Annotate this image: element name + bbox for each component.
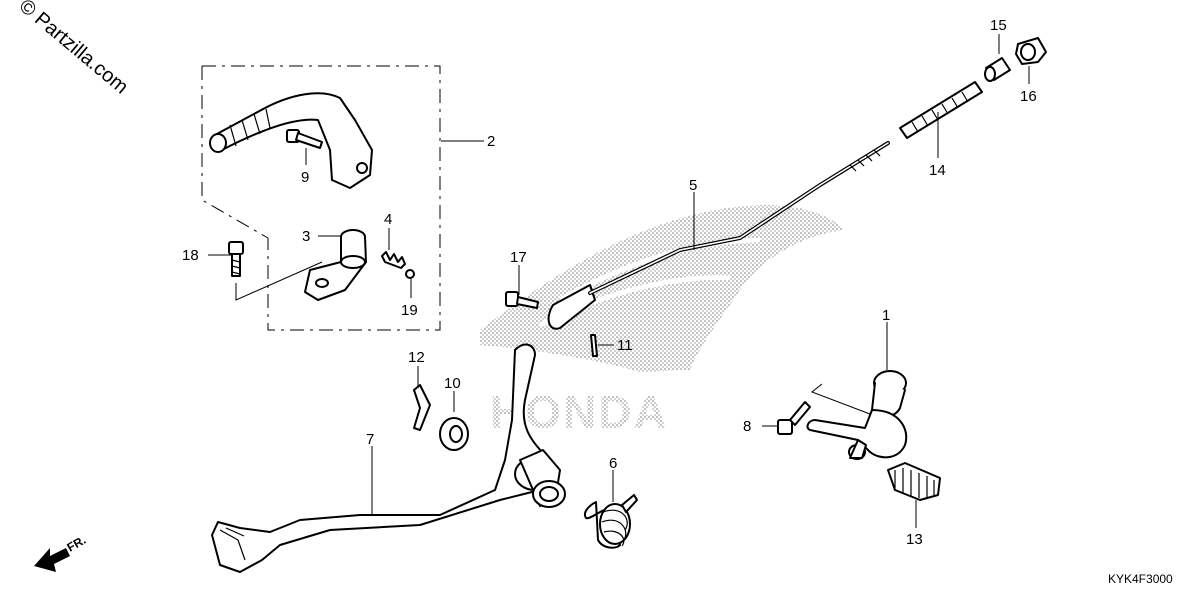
part-19-ball bbox=[405, 269, 415, 279]
front-arrow: FR. bbox=[34, 533, 88, 572]
callout-2: 2 bbox=[487, 133, 495, 150]
part-14-spring bbox=[899, 81, 983, 139]
part-11-cotter-pin bbox=[590, 334, 598, 357]
honda-wing-logo: HONDA bbox=[480, 204, 845, 438]
leader-lines bbox=[208, 34, 1030, 528]
part-6-spring bbox=[584, 494, 638, 549]
part-16-nut bbox=[1015, 37, 1047, 65]
kit-box-part-2 bbox=[201, 65, 441, 331]
callout-labels: 1 2 3 4 5 6 7 8 9 10 11 12 13 14 15 16 1… bbox=[182, 17, 1037, 548]
callout-19: 19 bbox=[401, 302, 418, 319]
front-arrow-label: FR. bbox=[65, 533, 89, 555]
part-8-bolt bbox=[777, 401, 811, 435]
part-15-pin bbox=[984, 57, 1011, 82]
callout-10: 10 bbox=[444, 375, 461, 392]
part-7-brake-pedal bbox=[211, 343, 566, 573]
part-13-rubber bbox=[887, 462, 941, 501]
part-12-cotter-pin bbox=[413, 384, 431, 431]
callout-13: 13 bbox=[906, 531, 923, 548]
callout-3: 3 bbox=[302, 228, 310, 245]
callout-18: 18 bbox=[182, 247, 199, 264]
callout-5: 5 bbox=[689, 177, 697, 194]
callout-14: 14 bbox=[929, 162, 946, 179]
callout-17: 17 bbox=[510, 249, 527, 266]
part-14-coils bbox=[911, 91, 969, 133]
callout-1: 1 bbox=[882, 307, 890, 324]
part-18-bolt bbox=[228, 241, 244, 277]
callout-8: 8 bbox=[743, 418, 751, 435]
callout-11: 11 bbox=[617, 337, 633, 354]
part-9-bolt bbox=[286, 129, 323, 149]
callout-15: 15 bbox=[990, 17, 1007, 34]
part-1-bracket bbox=[806, 370, 908, 460]
callout-7: 7 bbox=[366, 431, 374, 448]
part-10-washer bbox=[439, 417, 469, 451]
part-4-spring bbox=[381, 251, 406, 269]
callout-12: 12 bbox=[408, 349, 425, 366]
callout-6: 6 bbox=[609, 455, 617, 472]
callout-9: 9 bbox=[301, 169, 309, 186]
callout-16: 16 bbox=[1020, 88, 1037, 105]
part-3-pivot-arm bbox=[304, 229, 367, 301]
watermark-text: © Partzilla.com bbox=[15, 0, 132, 98]
diagram-code: KYK4F3000 bbox=[1108, 572, 1173, 586]
part-17-bolt bbox=[505, 291, 539, 309]
part-5-brake-rod bbox=[547, 141, 890, 330]
callout-4: 4 bbox=[384, 211, 392, 228]
part-2-pedal-arm bbox=[209, 92, 373, 189]
